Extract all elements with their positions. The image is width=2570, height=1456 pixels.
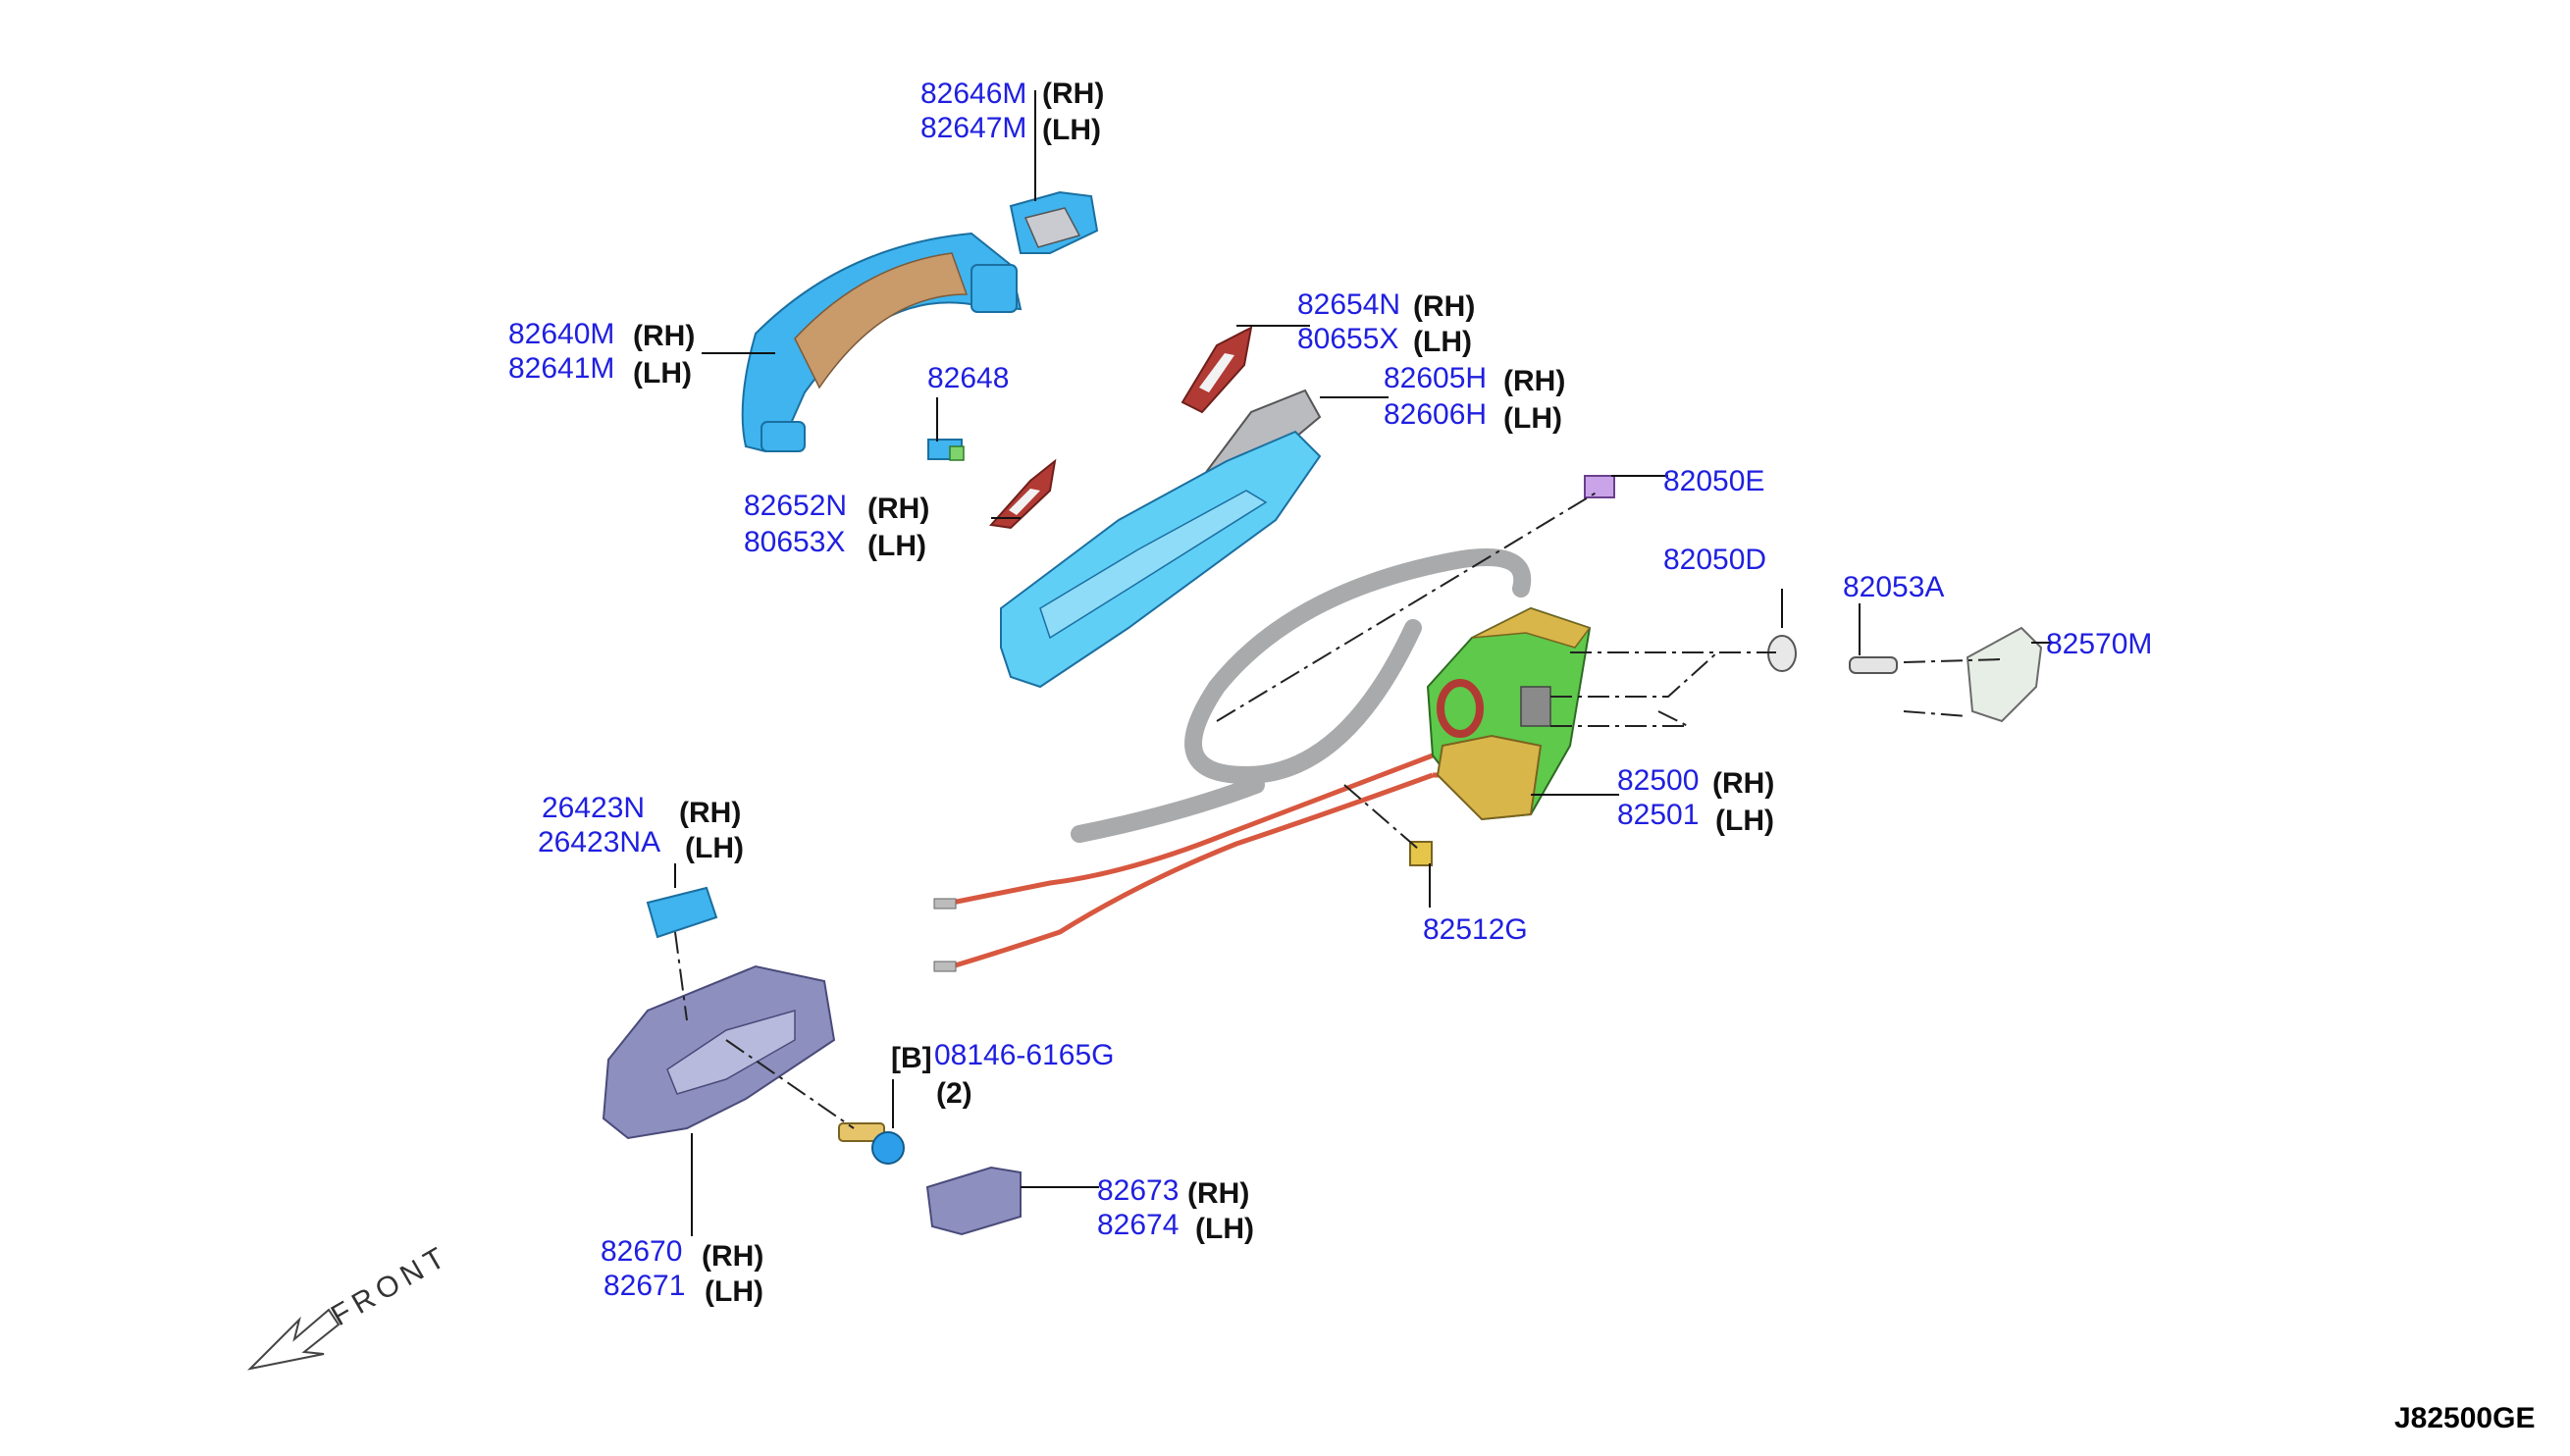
side-label: (LH): [685, 832, 744, 864]
front-arrow-icon: [246, 1308, 341, 1371]
callout-82606H[interactable]: 82606H (LH): [1384, 398, 1562, 435]
small-bracket-illustration: [927, 439, 965, 461]
handle-cap-illustration: [1009, 190, 1099, 254]
bolt-reference-mark: [B]: [891, 1042, 932, 1074]
part-number[interactable]: 82570M: [2046, 628, 2152, 660]
callout-82053A[interactable]: 82053A: [1843, 571, 1944, 603]
side-label: (RH): [1712, 767, 1774, 800]
part-number[interactable]: 82640M: [508, 318, 614, 350]
part-number[interactable]: 82654N: [1297, 288, 1400, 321]
handle-bracket-illustration: [1000, 430, 1322, 689]
part-number[interactable]: 82512G: [1423, 913, 1528, 946]
side-label: (LH): [1503, 402, 1562, 435]
callout-80655X[interactable]: 80655X (LH): [1297, 323, 1472, 358]
callout-82673[interactable]: 82673 (RH): [1097, 1174, 1249, 1210]
door-lock-actuator-illustration: [1426, 606, 1592, 821]
side-label: (RH): [1042, 78, 1104, 110]
part-number[interactable]: 82674: [1097, 1209, 1179, 1241]
callout-82640M[interactable]: 82640M (RH): [508, 318, 695, 352]
part-number[interactable]: 82647M: [920, 112, 1026, 144]
part-number[interactable]: 82501: [1617, 799, 1699, 831]
leader-lines: [674, 90, 2056, 1236]
striker-illustration: [1966, 626, 2043, 723]
diagram-code: J82500GE: [2394, 1402, 2535, 1434]
side-label: (LH): [1413, 326, 1472, 358]
part-number[interactable]: 82050D: [1663, 544, 1766, 576]
side-label: (RH): [702, 1240, 763, 1273]
callout-08146-6165G[interactable]: [B] 08146-6165G (2): [891, 1039, 1115, 1110]
callout-82647M[interactable]: 82647M (LH): [920, 112, 1101, 146]
part-number[interactable]: 26423NA: [538, 826, 660, 858]
callout-80653X[interactable]: 80653X (LH): [744, 526, 926, 562]
callout-82512G[interactable]: 82512G: [1423, 913, 1528, 946]
part-number[interactable]: 08146-6165G: [934, 1039, 1115, 1071]
quantity-label: (2): [936, 1077, 972, 1110]
upper-gasket-illustration: [1180, 326, 1253, 414]
bolt-illustration: [838, 1122, 905, 1165]
screw-illustration: [1849, 656, 1898, 674]
front-label: FRONT: [326, 1239, 455, 1332]
callout-82648[interactable]: 82648: [927, 362, 1009, 394]
callout-26423N[interactable]: 26423N (RH): [542, 792, 741, 829]
side-label: (LH): [705, 1275, 763, 1308]
inner-handle-cap-illustration: [646, 886, 718, 939]
part-number[interactable]: 82606H: [1384, 398, 1487, 431]
part-number[interactable]: 82641M: [508, 352, 614, 385]
part-number[interactable]: 80653X: [744, 526, 845, 558]
part-number[interactable]: 80655X: [1297, 323, 1398, 355]
part-number[interactable]: 82671: [603, 1270, 685, 1302]
part-number[interactable]: 82670: [601, 1235, 682, 1268]
rod-illustration: [933, 753, 1442, 972]
part-number[interactable]: 82648: [927, 362, 1009, 394]
callout-82654N[interactable]: 82654N (RH): [1297, 288, 1475, 323]
front-direction-indicator: FRONT: [246, 1239, 455, 1371]
callout-82050E[interactable]: 82050E: [1663, 465, 1764, 497]
callout-82671[interactable]: 82671 (LH): [603, 1270, 763, 1308]
callout-82570M[interactable]: 82570M: [2046, 628, 2152, 660]
rod-clip-upper-illustration: [1584, 475, 1615, 498]
part-number[interactable]: 82053A: [1843, 571, 1944, 603]
escutcheon-illustration: [925, 1166, 1022, 1236]
callout-82500[interactable]: 82500 (RH): [1617, 764, 1774, 800]
outer-handle-illustration: [741, 232, 1023, 453]
callout-82652N[interactable]: 82652N (RH): [744, 490, 929, 525]
side-label: (LH): [633, 357, 692, 390]
callout-82501[interactable]: 82501 (LH): [1617, 799, 1774, 837]
side-label: (RH): [1413, 290, 1475, 323]
side-label: (RH): [633, 320, 695, 352]
part-number[interactable]: 82050E: [1663, 465, 1764, 497]
side-label: (LH): [1042, 114, 1101, 146]
side-label: (LH): [1195, 1213, 1254, 1245]
part-number[interactable]: 82646M: [920, 78, 1026, 110]
side-label: (RH): [1503, 365, 1565, 397]
part-number[interactable]: 26423N: [542, 792, 645, 824]
side-label: (LH): [867, 530, 926, 562]
side-label: (LH): [1715, 805, 1774, 837]
callout-82641M[interactable]: 82641M (LH): [508, 352, 692, 390]
callout-82670[interactable]: 82670 (RH): [601, 1235, 763, 1273]
lower-gasket-illustration: [989, 458, 1057, 530]
part-number[interactable]: 82605H: [1384, 362, 1487, 394]
inner-handle-illustration: [602, 964, 836, 1140]
callout-82646M[interactable]: 82646M (RH): [920, 78, 1104, 110]
cable-assembly-illustration: [1071, 548, 1532, 843]
callout-82605H[interactable]: 82605H (RH): [1384, 362, 1565, 397]
callout-82050D[interactable]: 82050D: [1663, 544, 1766, 576]
part-number[interactable]: 82500: [1617, 764, 1699, 797]
callout-26423NA[interactable]: 26423NA (LH): [538, 826, 744, 864]
side-label: (RH): [679, 797, 741, 829]
part-number[interactable]: 82673: [1097, 1174, 1179, 1207]
side-label: (RH): [1187, 1177, 1249, 1210]
callout-82674[interactable]: 82674 (LH): [1097, 1209, 1254, 1245]
side-label: (RH): [867, 493, 929, 525]
part-number[interactable]: 82652N: [744, 490, 847, 522]
